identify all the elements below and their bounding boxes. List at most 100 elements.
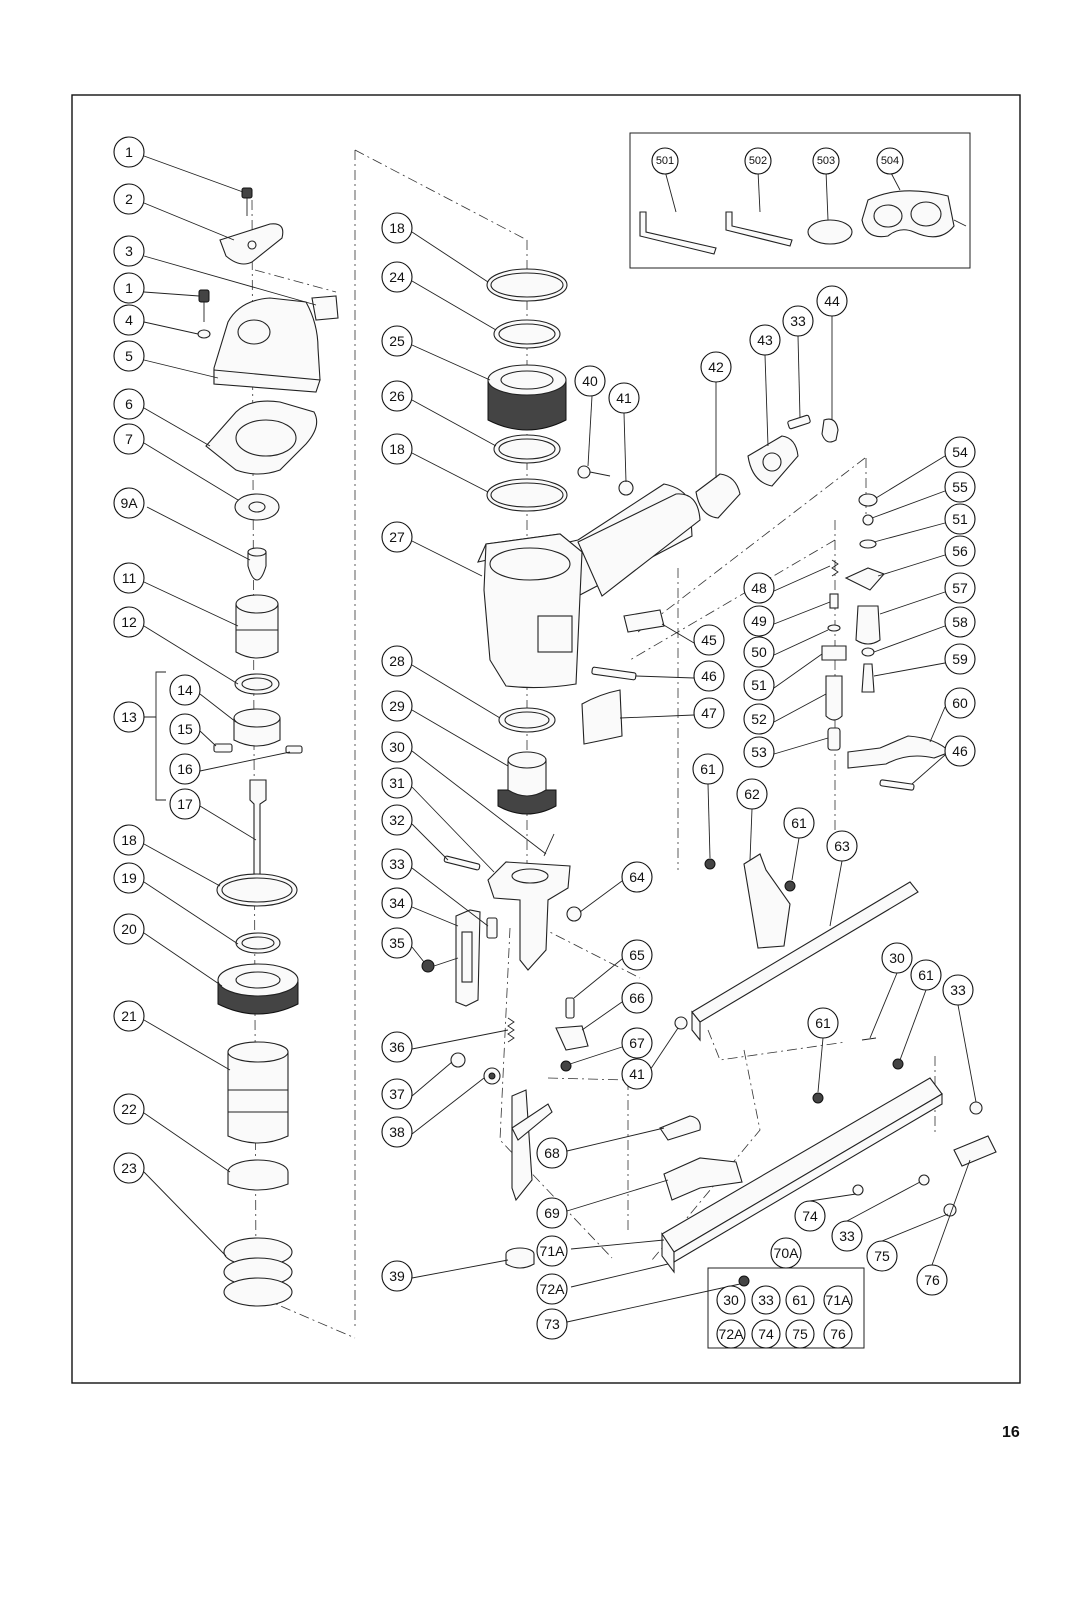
nose-31 (487, 861, 571, 971)
svg-text:72A: 72A (540, 1281, 566, 1297)
callout-73: 73 (536, 1308, 568, 1340)
svg-text:59: 59 (952, 651, 968, 667)
pin-15 (213, 743, 233, 753)
svg-text:60: 60 (952, 695, 968, 711)
valve-9a (247, 547, 267, 581)
svg-text:47: 47 (701, 705, 717, 721)
callout-6: 6 (113, 388, 145, 420)
callout-31: 31 (381, 767, 413, 799)
callout-16: 16 (169, 753, 201, 785)
callout-61: 61 (783, 807, 815, 839)
svg-text:38: 38 (389, 1124, 405, 1140)
callout-33: 33 (381, 848, 413, 880)
bracket-66 (555, 1025, 589, 1051)
callout-1: 1 (113, 272, 145, 304)
svg-text:67: 67 (629, 1035, 645, 1051)
callout-60: 60 (944, 687, 976, 719)
svg-text:72A: 72A (719, 1326, 745, 1342)
leader-lines (143, 155, 977, 1323)
gasket-42 (695, 473, 741, 519)
svg-text:74: 74 (758, 1326, 774, 1342)
callout-58: 58 (944, 606, 976, 638)
svg-text:75: 75 (792, 1326, 808, 1342)
cylinder-21 (227, 1041, 289, 1144)
svg-text:35: 35 (389, 935, 405, 951)
o-ring-26 (493, 434, 561, 464)
callout-54: 54 (944, 436, 976, 468)
callout-42: 42 (700, 351, 732, 383)
svg-text:501: 501 (656, 155, 674, 167)
svg-text:503: 503 (817, 155, 835, 167)
pin-46-trigger (879, 779, 915, 791)
svg-text:17: 17 (177, 796, 193, 812)
callout-70a: 70A (770, 1237, 802, 1269)
callout-53: 53 (743, 736, 775, 768)
svg-text:28: 28 (389, 653, 405, 669)
callout-36: 36 (381, 1031, 413, 1063)
bracket-62 (743, 853, 791, 949)
callout-33: 33 (831, 1220, 863, 1252)
label-45 (623, 609, 665, 633)
callout-9a: 9A (113, 487, 145, 519)
callout-67: 67 (621, 1027, 653, 1059)
callout-63: 63 (826, 830, 858, 862)
svg-text:71A: 71A (540, 1243, 566, 1259)
bolt-38 (483, 1067, 501, 1085)
callout-59: 59 (944, 643, 976, 675)
svg-text:49: 49 (751, 613, 767, 629)
svg-text:30: 30 (889, 950, 905, 966)
screw-1-side (198, 289, 210, 322)
callout-71a: 71A (823, 1285, 853, 1315)
svg-text:41: 41 (629, 1066, 645, 1082)
callout-1: 1 (113, 136, 145, 168)
svg-text:75: 75 (874, 1248, 890, 1264)
svg-text:50: 50 (751, 644, 767, 660)
callout-5: 5 (113, 340, 145, 372)
svg-text:6: 6 (125, 396, 133, 412)
callout-61: 61 (692, 753, 724, 785)
screw-33-right (969, 1101, 983, 1115)
svg-text:40: 40 (582, 373, 598, 389)
callout-55: 55 (944, 471, 976, 503)
callout-49: 49 (743, 605, 775, 637)
bolt-65 (565, 997, 575, 1019)
label-47 (581, 689, 623, 745)
callout-28: 28 (381, 645, 413, 677)
svg-text:14: 14 (177, 682, 193, 698)
svg-text:51: 51 (751, 677, 767, 693)
top-cover-5 (213, 297, 321, 393)
callout-11: 11 (113, 562, 145, 594)
piston-14 (233, 708, 281, 747)
callout-51: 51 (743, 669, 775, 701)
svg-text:31: 31 (389, 775, 405, 791)
svg-text:19: 19 (121, 870, 137, 886)
o-ring-503-icon (807, 170, 853, 245)
svg-text:502: 502 (749, 155, 767, 167)
svg-text:1: 1 (125, 144, 133, 160)
callout-39: 39 (381, 1260, 413, 1292)
svg-text:45: 45 (701, 632, 717, 648)
washer-41 (618, 480, 634, 496)
callout-33: 33 (782, 305, 814, 337)
callout-18: 18 (381, 212, 413, 244)
callout-13: 13 (113, 701, 145, 733)
svg-text:66: 66 (629, 990, 645, 1006)
plug-44 (821, 418, 839, 443)
callout-62: 62 (736, 778, 768, 810)
callout-46: 46 (693, 660, 725, 692)
callout-17: 17 (169, 788, 201, 820)
svg-text:22: 22 (121, 1101, 137, 1117)
screw-33-lower (918, 1174, 930, 1186)
callout-25: 25 (381, 325, 413, 357)
screw-73 (738, 1275, 750, 1287)
svg-text:36: 36 (389, 1039, 405, 1055)
callout-76: 76 (916, 1264, 948, 1296)
piston-stop-29 (497, 751, 557, 815)
diagram-frame (71, 94, 1021, 1384)
svg-text:64: 64 (629, 869, 645, 885)
callout-69: 69 (536, 1197, 568, 1229)
washer-4 (197, 329, 211, 339)
svg-text:9A: 9A (120, 495, 138, 511)
svg-text:68: 68 (544, 1145, 560, 1161)
